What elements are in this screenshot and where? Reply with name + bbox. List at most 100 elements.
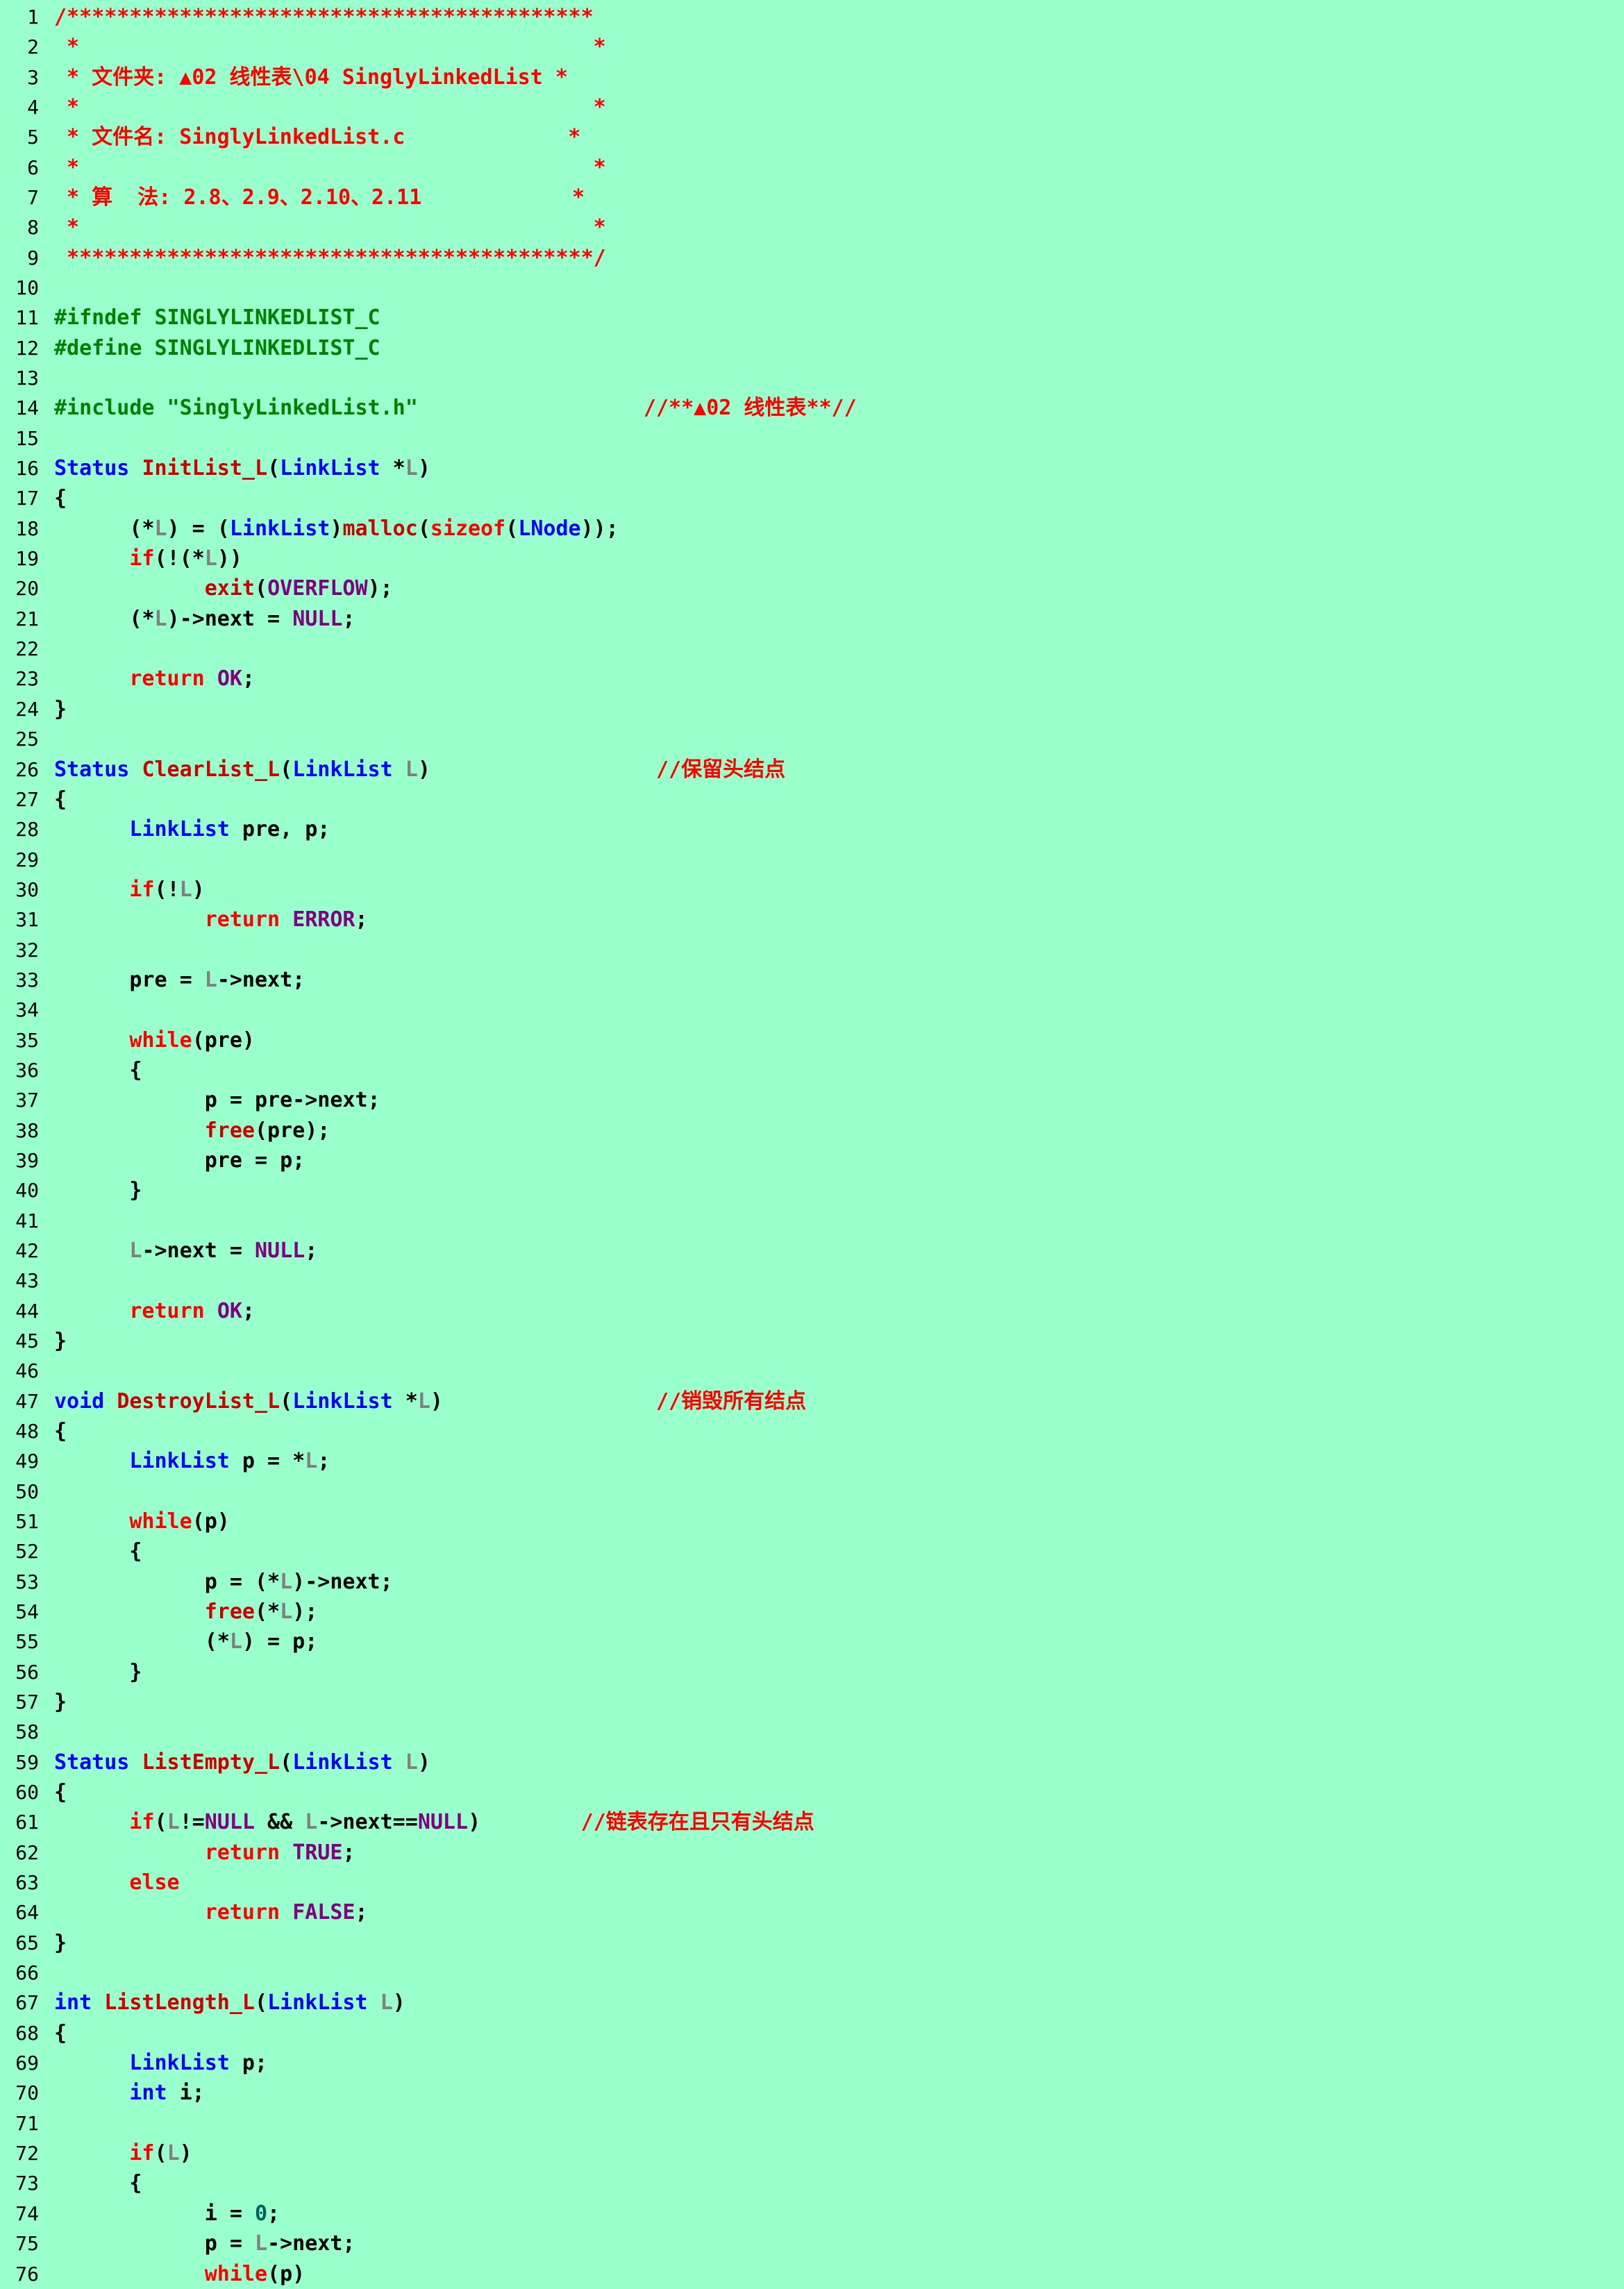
code-line[interactable]: 52 { [0,1536,142,1566]
code-token: } [54,1930,67,1955]
code-line[interactable]: 64 return FALSE; [0,1897,367,1927]
code-line[interactable]: 42 L->next = NULL; [0,1236,317,1266]
code-token: LinkList [292,1750,393,1775]
code-line[interactable]: 12#define SINGLYLINKEDLIST_C [0,333,380,363]
code-line[interactable]: 51 while(p) [0,1507,230,1536]
code-token: * 文件名: SinglyLinkedList.c * [54,125,581,150]
code-line[interactable]: 56 } [0,1657,142,1687]
code-line[interactable]: 33 pre = L->next; [0,965,305,995]
code-line[interactable]: 65} [0,1928,67,1958]
code-line[interactable]: 74 i = 0; [0,2199,280,2229]
code-line[interactable]: 53 p = (*L)->next; [0,1567,392,1597]
code-line[interactable]: 75 p = L->next; [0,2229,355,2258]
code-line[interactable]: 43 [0,1266,39,1296]
code-token: L [305,1810,318,1835]
code-line[interactable]: 68{ [0,2018,67,2048]
line-number: 35 [15,1028,39,1052]
code-line[interactable]: 10 [0,273,39,303]
code-line[interactable]: 62 return TRUE; [0,1838,355,1868]
code-line[interactable]: 4 * * [0,92,606,122]
code-line[interactable]: 49 LinkList p = *L; [0,1446,330,1476]
code-line[interactable]: 48{ [0,1416,67,1446]
code-line[interactable]: 28 LinkList pre, p; [0,814,330,844]
code-line[interactable]: 18 (*L) = (LinkList)malloc(sizeof(LNode)… [0,514,619,544]
code-token: L [405,757,418,782]
code-token: L [167,1810,180,1835]
line-number: 4 [27,96,39,119]
code-line[interactable]: 29 [0,845,39,875]
code-line[interactable]: 41 [0,1206,39,1236]
code-line[interactable]: 58 [0,1717,39,1747]
code-line[interactable]: 63 else [0,1868,179,1897]
line-number: 8 [27,216,39,240]
code-line[interactable]: 34 [0,995,39,1025]
code-token: pre, p; [229,817,330,842]
code-token: #include "SinglyLinkedList.h" [54,396,644,421]
code-line[interactable]: 20 exit(OVERFLOW); [0,573,392,603]
code-line[interactable]: 40 } [0,1175,142,1205]
code-line[interactable]: 6 * * [0,153,606,183]
code-line[interactable]: 46 [0,1356,39,1386]
line-number: 5 [27,126,39,149]
code-line[interactable]: 8 * * [0,212,606,242]
code-line[interactable]: 76 while(p) [0,2259,305,2289]
code-line[interactable]: 70 int i; [0,2078,204,2108]
code-line[interactable]: 9 **************************************… [0,243,606,273]
line-number: 14 [15,396,39,420]
code-line[interactable]: 13 [0,363,39,393]
code-line[interactable]: 25 [0,724,39,754]
code-line[interactable]: 31 return ERROR; [0,905,367,934]
code-line[interactable]: 2 * * [0,32,606,62]
code-line[interactable]: 24} [0,694,67,724]
line-number: 67 [15,1991,39,2015]
code-line[interactable]: 35 while(pre) [0,1025,255,1055]
code-line[interactable]: 14#include "SinglyLinkedList.h" //**▲02 … [0,393,856,423]
code-line[interactable]: 5 * 文件名: SinglyLinkedList.c * [0,122,580,152]
code-line[interactable]: 71 [0,2108,39,2138]
code-text: { [54,483,67,513]
code-line[interactable]: 15 [0,424,39,453]
code-line[interactable]: 38 free(pre); [0,1116,330,1146]
code-line[interactable]: 30 if(!L) [0,875,204,905]
code-token [129,456,142,480]
code-line[interactable]: 3 * 文件夹: ▲02 线性表\04 SinglyLinkedList * [0,62,568,92]
code-token: LinkList [129,2051,230,2076]
code-token: ) [330,516,343,541]
code-token: * [380,456,405,481]
code-line[interactable]: 61 if(L!=NULL && L->next==NULL) //链表存在且只… [0,1807,814,1837]
code-line[interactable]: 73 { [0,2168,142,2198]
code-token [54,1841,205,1865]
code-line[interactable]: 50 [0,1477,39,1507]
line-number: 40 [15,1179,39,1202]
code-line[interactable]: 21 (*L)->next = NULL; [0,604,355,634]
code-line[interactable]: 36 { [0,1055,142,1085]
code-line[interactable]: 37 p = pre->next; [0,1085,380,1115]
code-line[interactable]: 1/**************************************… [0,2,594,32]
code-line[interactable]: 45} [0,1326,67,1356]
code-line[interactable]: 22 [0,634,39,664]
code-line[interactable]: 7 * 算 法: 2.8、2.9、2.10、2.11 * [0,183,585,212]
code-line[interactable]: 27{ [0,785,67,814]
code-line[interactable]: 55 (*L) = p; [0,1627,317,1657]
code-line[interactable]: 19 if(!(*L)) [0,544,242,573]
code-line[interactable]: 44 return OK; [0,1296,255,1326]
code-line[interactable]: 23 return OK; [0,664,255,694]
code-line[interactable]: 39 pre = p; [0,1146,305,1175]
code-line[interactable]: 60{ [0,1777,67,1807]
code-line[interactable]: 66 [0,1958,39,1988]
code-line[interactable]: 54 free(*L); [0,1597,317,1627]
code-line[interactable]: 69 LinkList p; [0,2048,267,2078]
code-line[interactable]: 11#ifndef SINGLYLINKEDLIST_C [0,303,380,333]
code-line[interactable]: 57} [0,1687,67,1717]
code-line[interactable]: 72 if(L) [0,2138,192,2168]
code-token [54,817,129,841]
code-line[interactable]: 32 [0,935,39,965]
code-token: (pre) [192,1028,255,1053]
code-line[interactable]: 17{ [0,483,67,513]
